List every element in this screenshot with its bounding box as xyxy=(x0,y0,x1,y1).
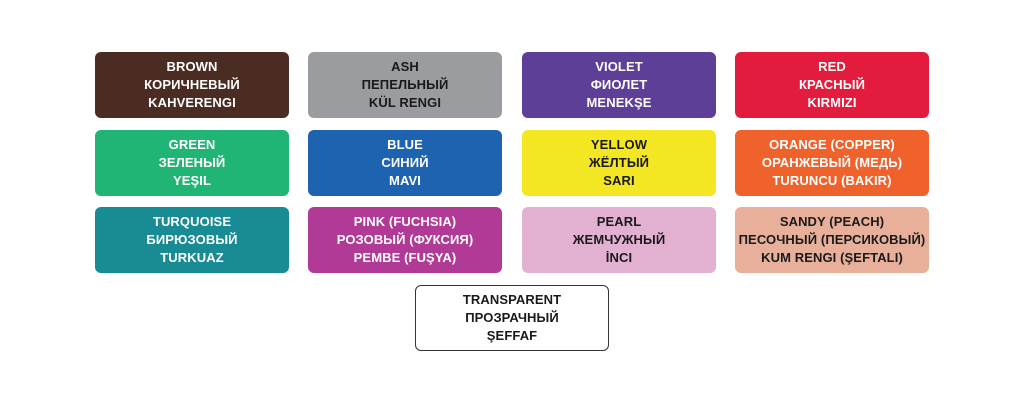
swatch-label-ru: ЗЕЛЕНЫЙ xyxy=(158,155,226,170)
swatch-label-tr: MAVI xyxy=(389,173,421,188)
swatch-label-en: TURQUOISE xyxy=(152,214,232,229)
swatch-label-ru: ЖЕМЧУЖНЫЙ xyxy=(572,232,666,247)
swatch-violet: VIOLET ФИОЛЕТ MENEKŞE xyxy=(522,52,716,118)
swatch-label-ru: ПЕСОЧНЫЙ (ПЕРСИКОВЫЙ) xyxy=(738,232,926,247)
swatch-red: RED КРАСНЫЙ KIRMIZI xyxy=(735,52,929,118)
swatch-transparent: TRANSPARENT ПРОЗРАЧНЫЙ ŞEFFAF xyxy=(415,285,609,351)
swatch-label-ru: ПРОЗРАЧНЫЙ xyxy=(465,310,559,325)
swatch-label-tr: YEŞIL xyxy=(172,173,212,188)
swatch-label-en: SANDY (PEACH) xyxy=(779,214,885,229)
swatch-label-ru: ОРАНЖЕВЫЙ (МЕДЬ) xyxy=(761,155,903,170)
swatch-label-tr: İNCI xyxy=(605,250,633,265)
swatch-label-ru: БИРЮЗОВЫЙ xyxy=(146,232,238,247)
swatch-label-en: RED xyxy=(818,59,846,74)
swatch-sandy: SANDY (PEACH) ПЕСОЧНЫЙ (ПЕРСИКОВЫЙ) KUM … xyxy=(735,207,929,273)
swatch-orange: ORANGE (COPPER) ОРАНЖЕВЫЙ (МЕДЬ) TURUNCU… xyxy=(735,130,929,196)
swatch-green: GREEN ЗЕЛЕНЫЙ YEŞIL xyxy=(95,130,289,196)
swatch-blue: BLUE СИНИЙ MAVI xyxy=(308,130,502,196)
swatch-yellow: YELLOW ЖЁЛТЫЙ SARI xyxy=(522,130,716,196)
swatch-label-ru: ПЕПЕЛЬНЫЙ xyxy=(361,77,449,92)
swatch-label-tr: KAHVERENGI xyxy=(148,95,236,110)
swatch-label-tr: KUM RENGI (ŞEFTALI) xyxy=(761,250,903,265)
swatch-label-en: ORANGE (COPPER) xyxy=(769,137,895,152)
swatch-label-en: GREEN xyxy=(168,137,216,152)
swatch-label-ru: ЖЁЛТЫЙ xyxy=(588,155,650,170)
swatch-label-ru: РОЗОВЫЙ (ФУКСИЯ) xyxy=(336,232,474,247)
swatch-label-tr: KÜL RENGI xyxy=(368,95,442,110)
swatch-label-en: BLUE xyxy=(387,137,423,152)
swatch-label-en: ASH xyxy=(391,59,419,74)
swatch-label-en: BROWN xyxy=(166,59,218,74)
swatch-ash: ASH ПЕПЕЛЬНЫЙ KÜL RENGI xyxy=(308,52,502,118)
swatch-label-en: YELLOW xyxy=(590,137,648,152)
swatch-label-tr: SARI xyxy=(603,173,635,188)
swatch-pearl: PEARL ЖЕМЧУЖНЫЙ İNCI xyxy=(522,207,716,273)
swatch-label-en: TRANSPARENT xyxy=(462,292,562,307)
swatch-turquoise: TURQUOISE БИРЮЗОВЫЙ TURKUAZ xyxy=(95,207,289,273)
swatch-label-tr: MENEKŞE xyxy=(586,95,652,110)
swatch-label-ru: КРАСНЫЙ xyxy=(798,77,866,92)
swatch-label-en: PEARL xyxy=(596,214,642,229)
swatch-label-ru: СИНИЙ xyxy=(381,155,429,170)
swatch-label-tr: KIRMIZI xyxy=(807,95,857,110)
swatch-label-tr: ŞEFFAF xyxy=(486,328,538,343)
swatch-label-tr: TURKUAZ xyxy=(160,250,224,265)
swatch-label-en: VIOLET xyxy=(595,59,643,74)
swatch-brown: BROWN КОРИЧНЕВЫЙ KAHVERENGI xyxy=(95,52,289,118)
swatch-label-tr: TURUNCU (BAKIR) xyxy=(772,173,892,188)
swatch-label-ru: КОРИЧНЕВЫЙ xyxy=(144,77,240,92)
swatch-pink: PINK (FUCHSIA) РОЗОВЫЙ (ФУКСИЯ) PEMBE (F… xyxy=(308,207,502,273)
swatch-label-en: PINK (FUCHSIA) xyxy=(353,214,457,229)
swatch-label-ru: ФИОЛЕТ xyxy=(590,77,648,92)
swatch-label-tr: PEMBE (FUŞYA) xyxy=(353,250,457,265)
